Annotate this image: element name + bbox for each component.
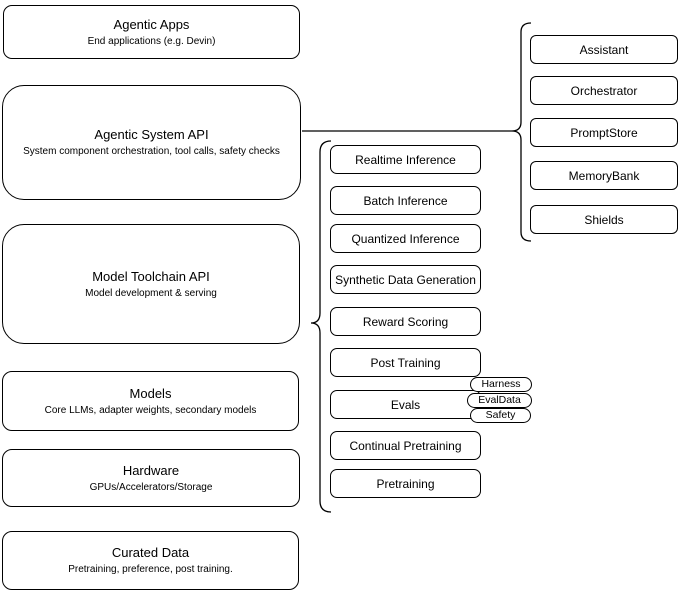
toolchain-item-realtime-inference: Realtime Inference xyxy=(330,145,481,174)
toolchain-item-evals: Evals xyxy=(330,390,481,419)
curated-data-title: Curated Data xyxy=(111,545,190,560)
models-subtitle: Core LLMs, adapter weights, secondary mo… xyxy=(44,404,257,416)
toolchain-item-synthetic-data-generation: Synthetic Data Generation xyxy=(330,265,481,294)
toolchain-item-pretraining: Pretraining xyxy=(330,469,481,498)
system-component-assistant: Assistant xyxy=(530,35,678,64)
models-box: Models Core LLMs, adapter weights, secon… xyxy=(2,371,299,431)
agentic-system-api-title: Agentic System API xyxy=(94,127,209,142)
evals-tag-evaldata: EvalData xyxy=(467,393,532,408)
hardware-subtitle: GPUs/Accelerators/Storage xyxy=(89,481,213,493)
toolchain-item-reward-scoring: Reward Scoring xyxy=(330,307,481,336)
toolchain-item-quantized-inference: Quantized Inference xyxy=(330,224,481,253)
curated-data-box: Curated Data Pretraining, preference, po… xyxy=(2,531,299,590)
model-toolchain-api-subtitle: Model development & serving xyxy=(85,287,217,299)
system-component-promptstore: PromptStore xyxy=(530,118,678,147)
toolchain-item-post-training: Post Training xyxy=(330,348,481,377)
agentic-apps-box: Agentic Apps End applications (e.g. Devi… xyxy=(3,5,300,59)
agentic-system-api-subtitle: System component orchestration, tool cal… xyxy=(23,146,280,157)
model-toolchain-api-title: Model Toolchain API xyxy=(92,268,210,284)
system-component-shields: Shields xyxy=(530,205,678,234)
system-component-orchestrator: Orchestrator xyxy=(530,76,678,105)
system-component-memorybank: MemoryBank xyxy=(530,161,678,190)
model-toolchain-api-box: Model Toolchain API Model development & … xyxy=(2,224,300,344)
hardware-box: Hardware GPUs/Accelerators/Storage xyxy=(2,449,300,507)
agentic-system-api-box: Agentic System API System component orch… xyxy=(2,85,301,200)
curated-data-subtitle: Pretraining, preference, post training. xyxy=(68,564,233,575)
evals-tag-safety: Safety xyxy=(470,408,531,423)
hardware-title: Hardware xyxy=(122,462,180,478)
toolchain-item-batch-inference: Batch Inference xyxy=(330,186,481,215)
evals-tag-harness: Harness xyxy=(470,377,532,392)
models-title: Models xyxy=(129,385,172,401)
toolchain-brace xyxy=(310,140,332,513)
system-components-brace xyxy=(511,22,532,242)
agentic-apps-title: Agentic Apps xyxy=(113,16,190,32)
toolchain-item-continual-pretraining: Continual Pretraining xyxy=(330,431,481,460)
agentic-apps-subtitle: End applications (e.g. Devin) xyxy=(87,35,216,47)
